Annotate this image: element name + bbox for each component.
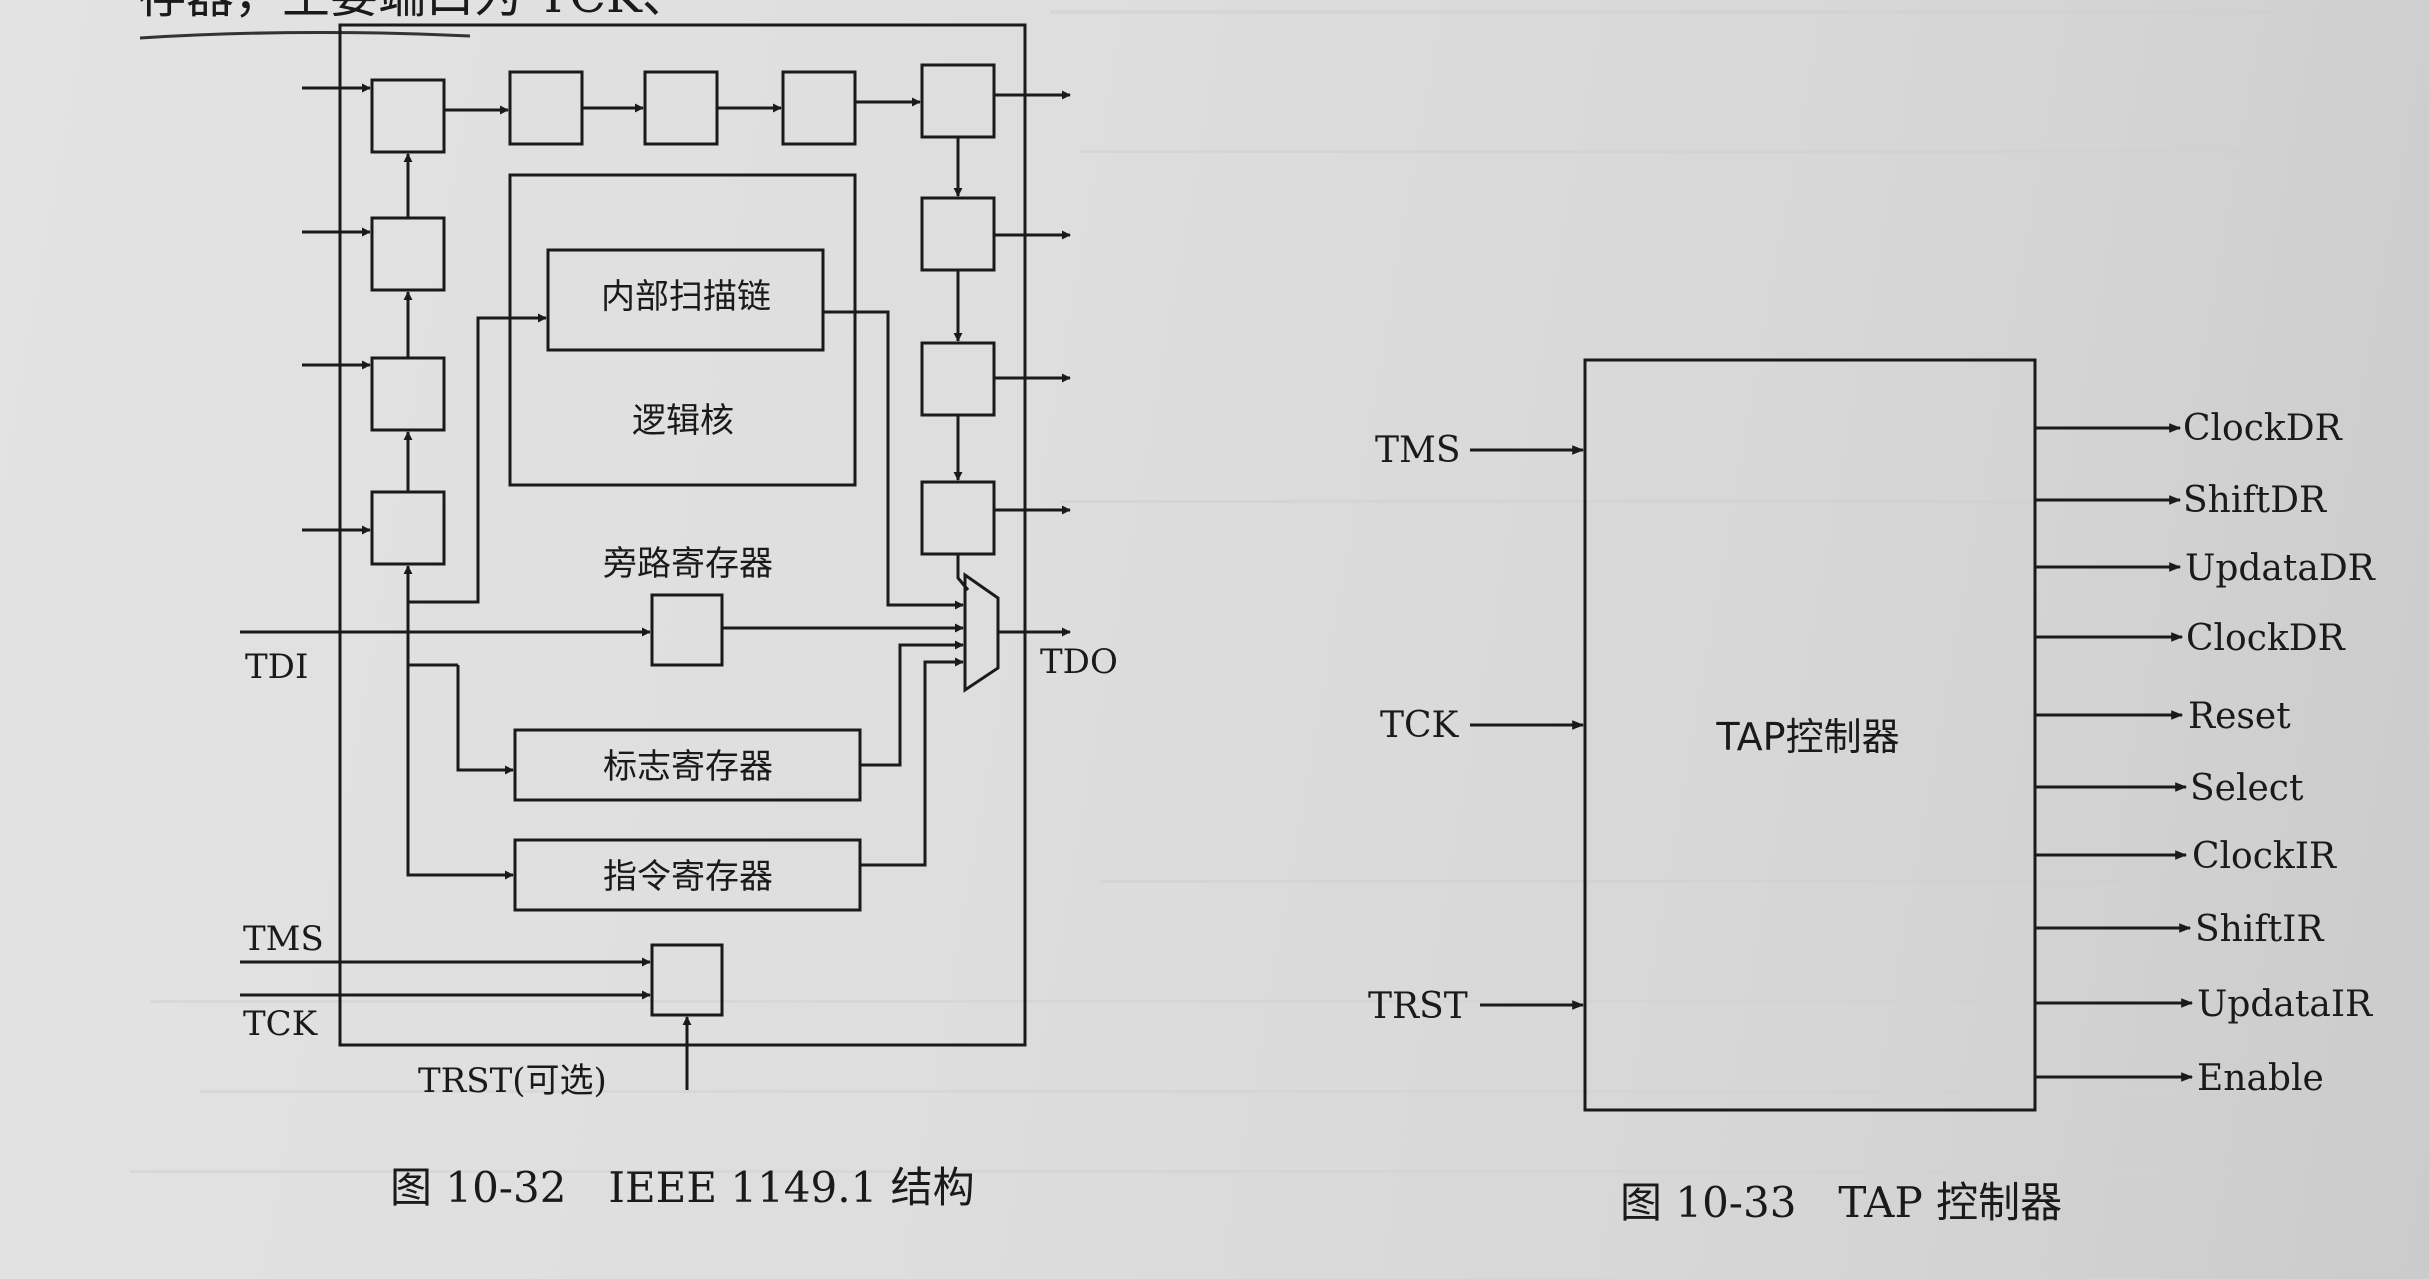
output-reset-label: Reset [2188,696,2291,737]
boundary-cell [920,480,996,556]
output-updatair-label: UpdataIR [2197,984,2373,1025]
bleed-through-texture [130,10,2350,1173]
output-clockdr2-label: ClockDR [2186,618,2346,659]
internal-scan-chain-box [546,248,825,352]
internal-scan-chain-label: 内部扫描链 [601,277,771,317]
chip-boundary [338,23,1027,1047]
cell-to-mux [956,554,970,591]
output-clockdr-label: ClockDR [2183,408,2343,449]
tap-tck-label: TCK [1380,705,1460,746]
logic-core-box [508,173,857,487]
tck-label: TCK [243,1004,318,1044]
boundary-cell [508,70,584,146]
boundary-cell [781,70,857,146]
tap-controller-small-box [650,943,724,1017]
tap-controller-label: TAP控制器 [1715,715,1899,759]
boundary-cell [370,490,446,566]
instruction-to-mux [860,657,964,867]
tdi-to-flag [456,665,514,775]
boundary-cell [370,216,446,292]
tap-tms-label: TMS [1375,430,1461,471]
figure-10-32-caption: 图 10-32 IEEE 1149.1 结构 [390,1163,975,1212]
tap-trst-label: TRST [1368,986,1468,1027]
tap-controller-box [1583,358,2037,1112]
scan-to-mux [823,310,964,610]
boundary-cell [370,356,446,432]
output-multiplexer [963,572,1000,693]
ieee-1149-structure-figure [240,23,1071,1090]
bypass-register-label: 旁路寄存器 [603,544,773,584]
tdo-label: TDO [1040,642,1118,682]
flag-to-mux [860,640,964,767]
instruction-register-label: 指令寄存器 [603,857,773,897]
top-text-fragment: 存器，主要端口为 TCK、 [138,0,690,24]
tms-label: TMS [243,919,324,959]
instruction-register-box [513,838,862,912]
output-shiftdr-label: ShiftDR [2183,480,2327,521]
output-clockir-label: ClockIR [2192,836,2337,877]
underline-mark [139,30,471,40]
logic-core-label: 逻辑核 [632,401,734,441]
output-select-label: Select [2190,768,2304,809]
figure-10-33-caption: 图 10-33 TAP 控制器 [1620,1178,2062,1227]
output-updatadr-label: UpdataDR [2185,548,2376,589]
boundary-cell [920,63,996,139]
tdi-to-instruction [406,632,514,880]
boundary-cell [370,78,446,154]
trst-label: TRST(可选) [418,1061,607,1101]
boundary-cell [920,341,996,417]
boundary-cell [643,70,719,146]
output-enable-label: Enable [2197,1058,2324,1099]
tdi-label: TDI [245,647,308,687]
tap-controller-figure [1470,358,2194,1112]
boundary-cell [920,196,996,272]
tdi-to-internal-scan [408,313,547,604]
bypass-register-box [650,593,724,667]
flag-register-label: 标志寄存器 [603,747,773,787]
output-shiftir-label: ShiftIR [2195,909,2324,950]
